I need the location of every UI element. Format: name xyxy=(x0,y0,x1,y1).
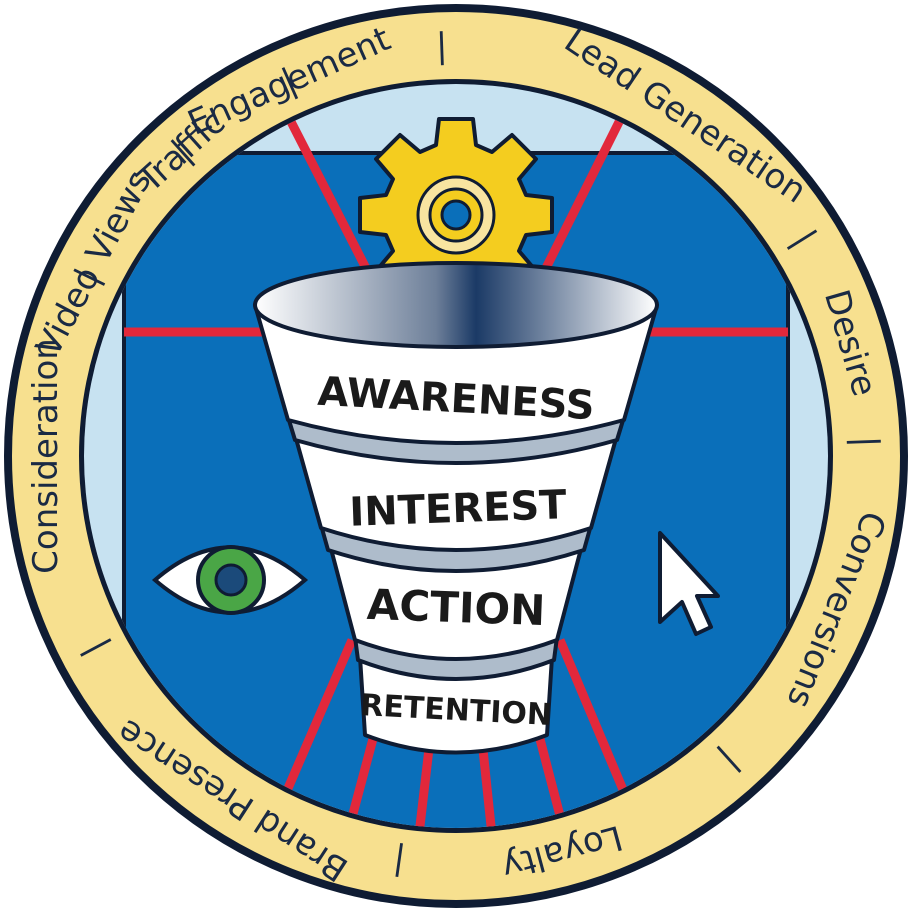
funnel-band-action xyxy=(328,543,584,661)
funnel-band-retention xyxy=(358,655,554,755)
ring-separator: | xyxy=(390,841,407,882)
funnel-band-interest xyxy=(293,433,619,552)
eye-icon xyxy=(151,545,309,615)
ring-separator: | xyxy=(435,26,448,66)
funnel-mouth xyxy=(253,261,659,349)
ring-separator: | xyxy=(846,435,886,448)
cursor-icon xyxy=(658,531,720,636)
stage-label-action: ACTION xyxy=(366,580,546,635)
funnel xyxy=(253,261,659,755)
beam xyxy=(280,107,377,283)
beam xyxy=(535,107,630,283)
ring-label: Consideration xyxy=(26,338,66,574)
beam xyxy=(325,718,383,828)
beam xyxy=(477,739,505,828)
beam xyxy=(530,718,587,828)
stage-label-interest: INTEREST xyxy=(349,482,568,536)
beam xyxy=(405,739,435,828)
